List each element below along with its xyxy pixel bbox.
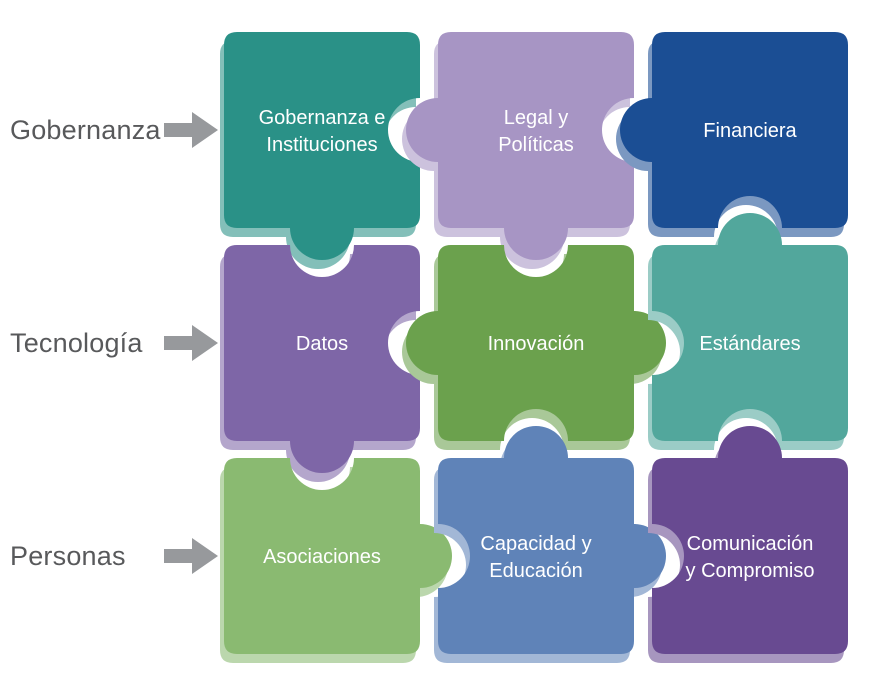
row-label-tecnologia: Tecnología [10, 324, 218, 362]
arrow-right-icon [164, 538, 218, 574]
puzzle-piece-innovacion [406, 245, 666, 441]
puzzle-piece-datos [224, 245, 420, 473]
puzzle-piece-estandares [652, 213, 848, 441]
puzzle-piece-financiera [620, 32, 848, 228]
puzzle-piece-comunicacion-y-compromiso [652, 426, 848, 654]
puzzle-piece-label-datos: Datos [296, 333, 348, 355]
row-label-text: Gobernanza [10, 114, 161, 145]
row-label-text: Personas [10, 540, 126, 571]
puzzle-piece-asociaciones [224, 458, 452, 654]
row-label-personas: Personas [10, 537, 218, 575]
puzzle-piece-label-asociaciones: Asociaciones [263, 546, 381, 568]
puzzle-piece-legal-y-politicas [406, 32, 634, 260]
puzzle-piece-label-financiera: Financiera [703, 120, 797, 142]
arrow-right-icon [164, 112, 218, 148]
puzzle-piece-capacidad-y-educacion [438, 426, 666, 654]
puzzle-piece-label-estandares: Estándares [699, 333, 800, 355]
puzzle-piece-label-innovacion: Innovación [488, 333, 585, 355]
row-label-gobernanza: Gobernanza [10, 111, 218, 149]
puzzle-piece-gobernanza-e-instituciones [224, 32, 420, 260]
arrow-right-icon [164, 325, 218, 361]
row-label-text: Tecnología [10, 327, 143, 358]
